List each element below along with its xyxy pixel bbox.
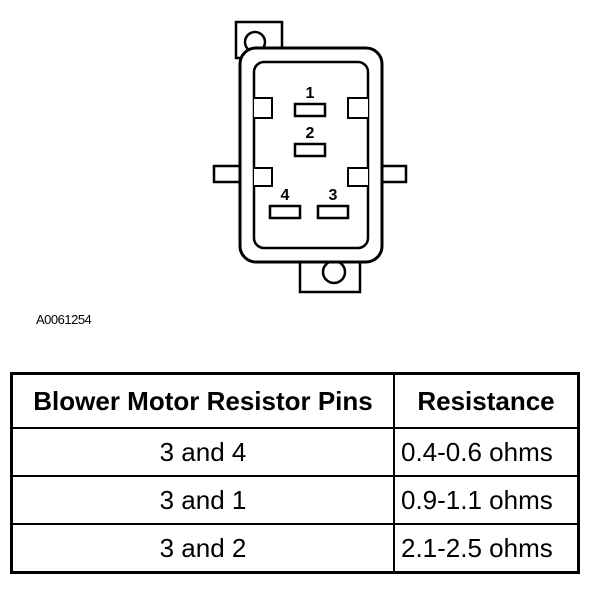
pin-1-label: 1 bbox=[306, 85, 315, 102]
pin-1-terminal bbox=[293, 102, 327, 118]
pin-4-terminal bbox=[268, 204, 302, 220]
pin-2-label: 2 bbox=[306, 125, 315, 142]
cell-pins: 3 and 4 bbox=[10, 427, 395, 477]
cell-pins: 3 and 2 bbox=[10, 523, 395, 574]
pin-4-label: 4 bbox=[281, 187, 290, 204]
figure-id: A0061254 bbox=[36, 312, 92, 327]
cell-pins: 3 and 1 bbox=[10, 475, 395, 525]
table-row: 3 and 2 2.1-2.5 ohms bbox=[10, 523, 580, 574]
cell-resistance: 0.9-1.1 ohms bbox=[393, 475, 580, 525]
blower-motor-resistor-connector-diagram: 1 2 3 4 bbox=[212, 20, 408, 294]
pin-3-label: 3 bbox=[329, 187, 338, 204]
pin-2-terminal bbox=[293, 142, 327, 158]
column-header-pins: Blower Motor Resistor Pins bbox=[10, 372, 395, 429]
column-header-resistance: Resistance bbox=[393, 372, 580, 429]
keyway-notches bbox=[254, 97, 368, 187]
resistance-spec-table: Blower Motor Resistor Pins Resistance 3 … bbox=[10, 372, 580, 574]
pin-3-terminal bbox=[316, 204, 350, 220]
table-row: 3 and 1 0.9-1.1 ohms bbox=[10, 475, 580, 525]
table-row: 3 and 4 0.4-0.6 ohms bbox=[10, 427, 580, 477]
cell-resistance: 0.4-0.6 ohms bbox=[393, 427, 580, 477]
table-header-row: Blower Motor Resistor Pins Resistance bbox=[10, 372, 580, 429]
cell-resistance: 2.1-2.5 ohms bbox=[393, 523, 580, 574]
